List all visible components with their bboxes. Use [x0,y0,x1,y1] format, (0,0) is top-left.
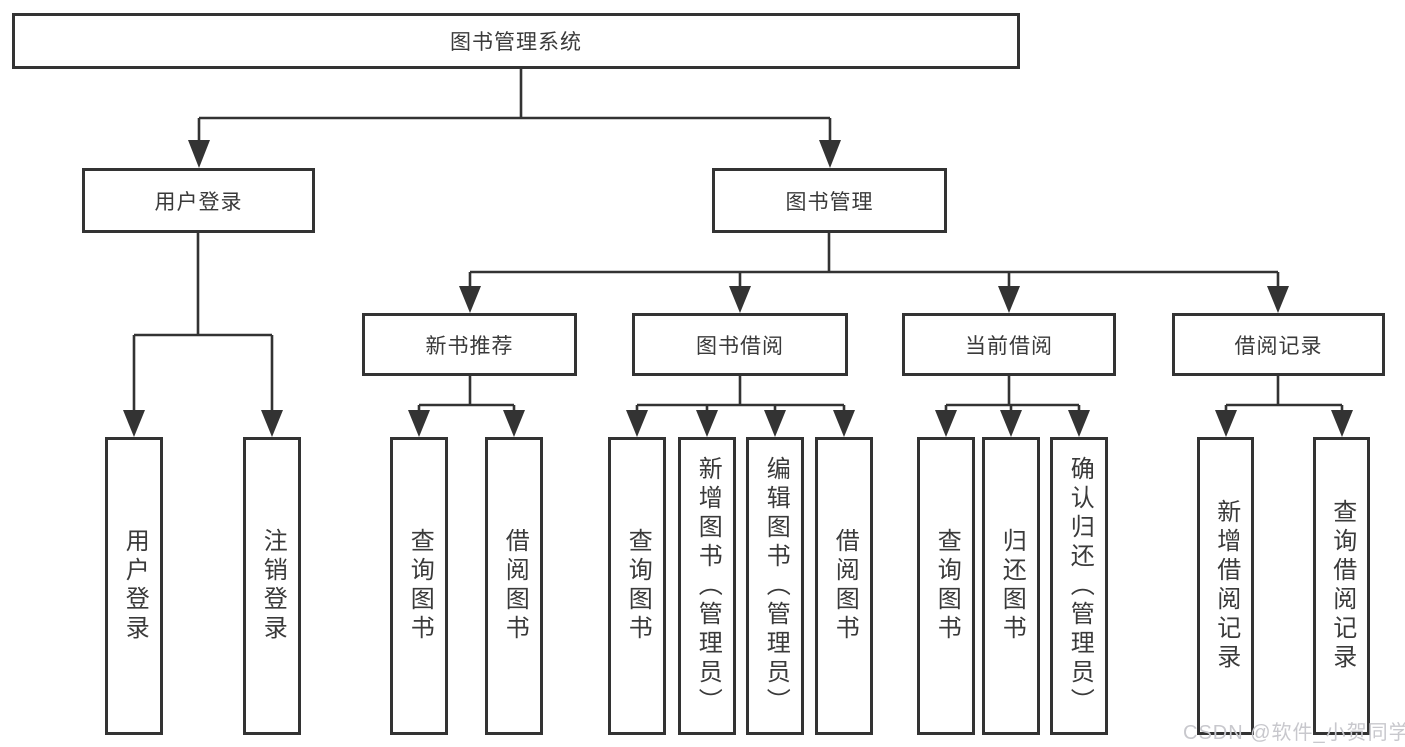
leaf-logout-label: 注销登录 [259,528,287,644]
leaf-add-books-admin-label: 新增图书（管理员） [694,455,722,717]
node-borrowing-records: 借阅记录 [1172,313,1385,376]
leaf-query-books-current: 查询图书 [917,437,975,735]
leaf-user-login: 用户登录 [105,437,163,735]
node-new-book-recommendation: 新书推荐 [362,313,577,376]
connector-edges [132,69,1344,411]
leaf-add-borrow-record-label: 新增借阅记录 [1212,499,1240,673]
leaf-add-books-admin: 新增图书（管理员） [678,437,736,735]
leaf-logout: 注销登录 [243,437,301,735]
leaf-borrow-books-borrowing-label: 借阅图书 [831,528,859,644]
leaf-add-borrow-record: 新增借阅记录 [1197,437,1254,735]
leaf-borrow-books-borrowing: 借阅图书 [815,437,873,735]
arrowhead-icons [123,140,1353,437]
leaf-query-books-current-label: 查询图书 [933,528,961,644]
leaf-return-books: 归还图书 [982,437,1040,735]
leaf-query-books-recommend-label: 查询图书 [406,528,434,644]
node-current-borrowing: 当前借阅 [902,313,1116,376]
leaf-confirm-return-admin: 确认归还（管理员） [1050,437,1108,735]
node-library-management-system: 图书管理系统 [12,13,1020,69]
leaf-edit-books-admin-label: 编辑图书（管理员） [762,455,790,717]
leaf-query-books-borrowing-label: 查询图书 [624,528,652,644]
leaf-query-borrow-record: 查询借阅记录 [1313,437,1370,735]
leaf-return-books-label: 归还图书 [998,528,1026,644]
leaf-user-login-label: 用户登录 [121,528,149,644]
leaf-borrow-books-recommend: 借阅图书 [485,437,543,735]
node-book-management: 图书管理 [712,168,947,233]
leaf-confirm-return-admin-label: 确认归还（管理员） [1066,455,1094,717]
node-user-login: 用户登录 [82,168,315,233]
leaf-query-books-borrowing: 查询图书 [608,437,666,735]
leaf-edit-books-admin: 编辑图书（管理员） [746,437,804,735]
leaf-query-borrow-record-label: 查询借阅记录 [1328,499,1356,673]
watermark-text: CSDN @软件_小贺同学 [1183,722,1405,744]
node-book-borrowing: 图书借阅 [632,313,848,376]
leaf-borrow-books-recommend-label: 借阅图书 [501,528,529,644]
leaf-query-books-recommend: 查询图书 [390,437,448,735]
